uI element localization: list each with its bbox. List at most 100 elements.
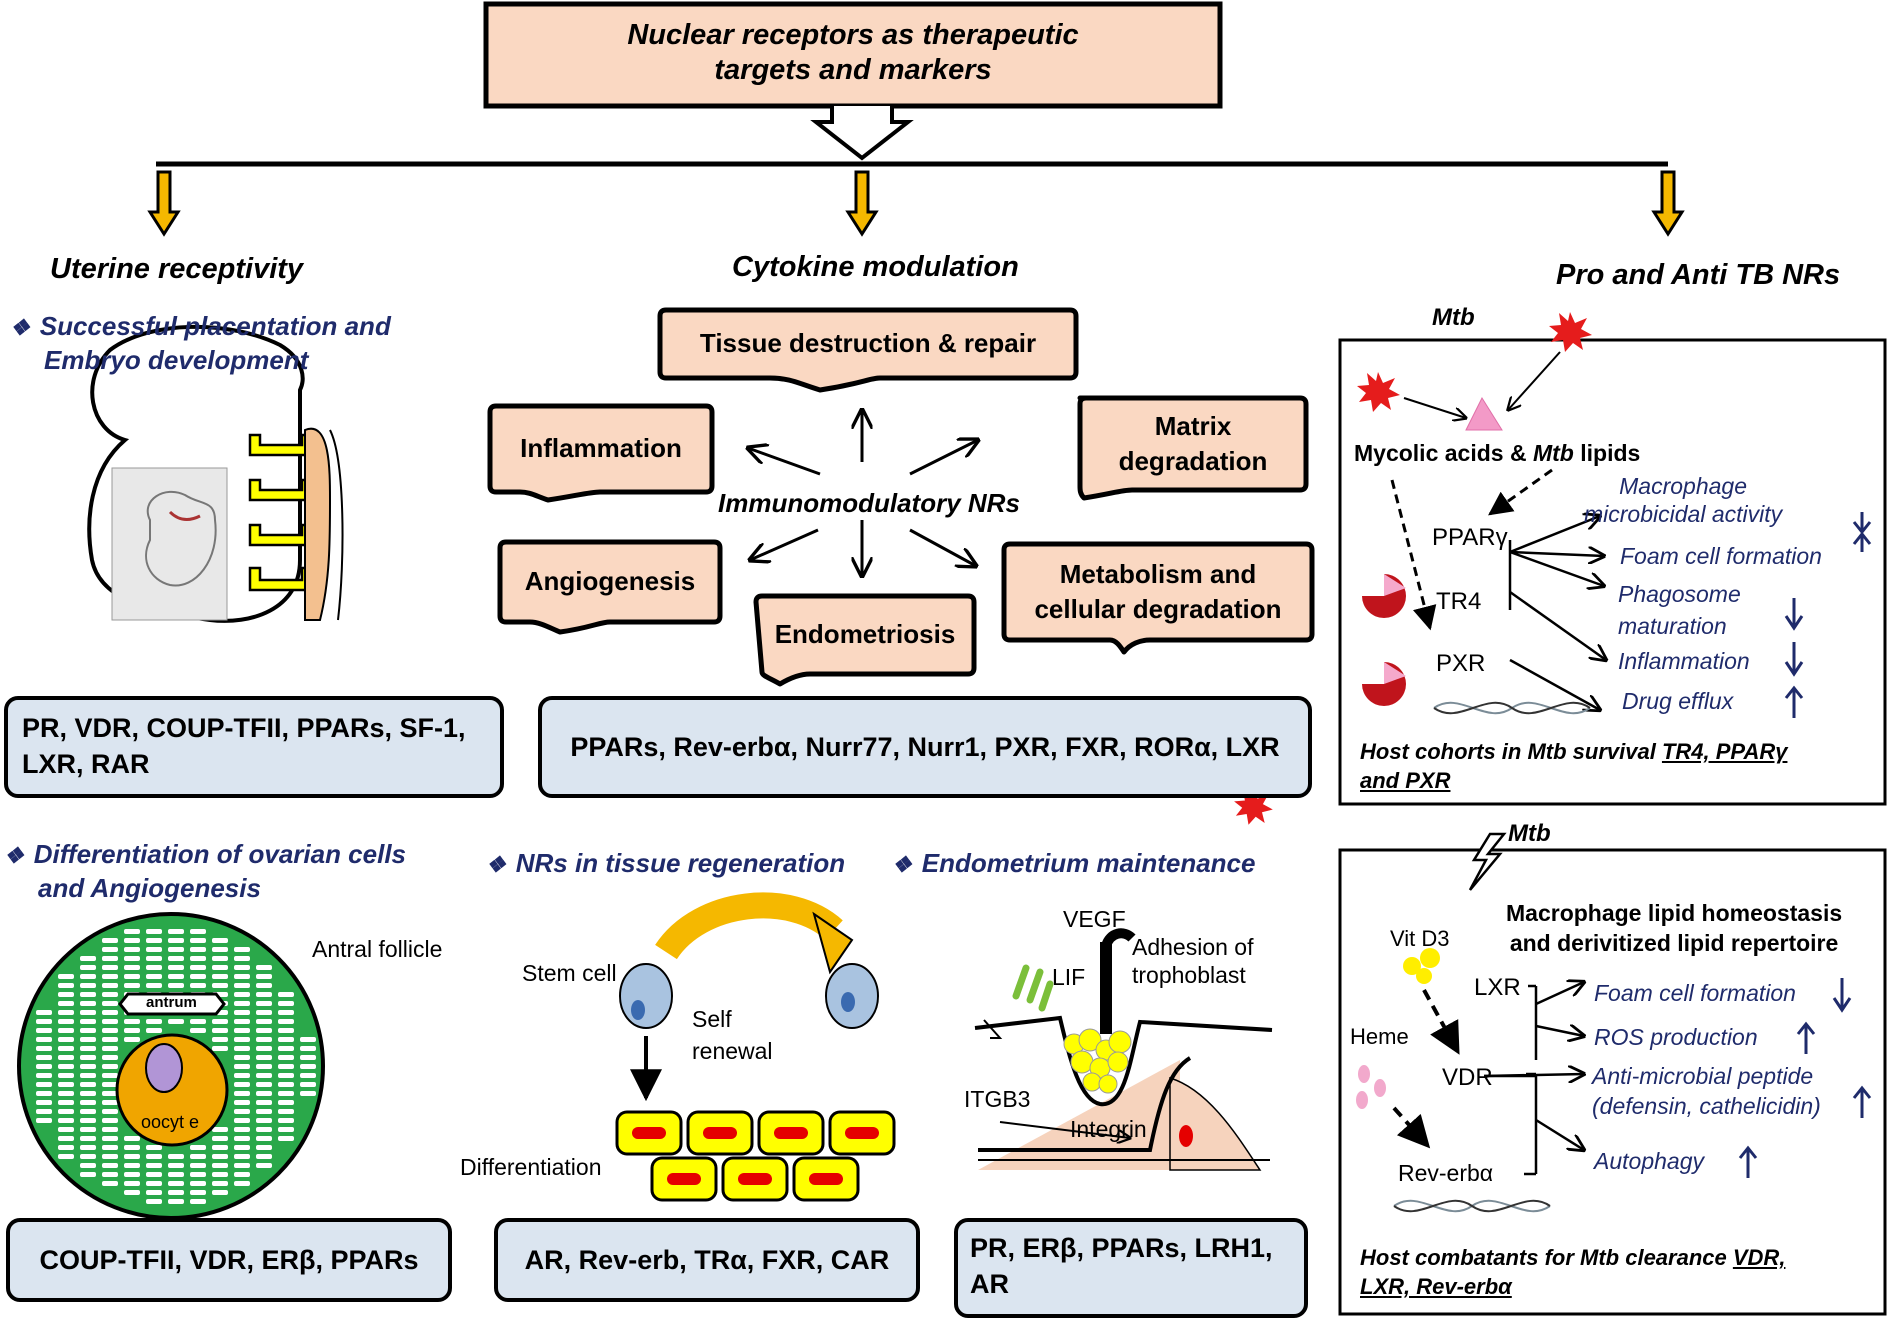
label-antrum: antrum bbox=[146, 994, 197, 1011]
combatants-line-2: LXR, Rev-erbα bbox=[1360, 1273, 1512, 1299]
bullet-placentation: ❖Successful placentation and Embryo deve… bbox=[10, 310, 391, 378]
chip-line-2: LXR, RAR bbox=[22, 749, 150, 780]
label-mtb-top: Mtb bbox=[1432, 304, 1475, 331]
label-integrin: Integrin bbox=[1070, 1116, 1147, 1142]
callout-angiogenesis: Angiogenesis bbox=[524, 566, 696, 597]
tb-panel-top bbox=[1338, 338, 1887, 806]
combatants-pre: Host combatants for Mtb clearance bbox=[1360, 1245, 1733, 1270]
label-inflammation-tb: Inflammation bbox=[1618, 648, 1750, 674]
amp-line-1: Anti-microbial peptide bbox=[1592, 1063, 1814, 1089]
chip-line-1: PR, ERβ, PPARs, LRH1, bbox=[970, 1233, 1273, 1263]
vitd3-icon bbox=[1403, 948, 1440, 984]
label-reverb: Rev-erbα bbox=[1398, 1160, 1494, 1186]
label-phagosome: Phagosome maturation bbox=[1618, 578, 1741, 642]
mtb-top-arrows bbox=[1403, 351, 1561, 418]
bullet-text-1: Differentiation of ovarian cells bbox=[33, 839, 407, 869]
tb-dashed-arrows bbox=[1390, 468, 1553, 631]
chip-text: COUP-TFII, VDR, ERβ, PPARs bbox=[39, 1244, 419, 1275]
label-macrophage: Macrophage microbicidal activity bbox=[1584, 472, 1782, 528]
trend-arrows bbox=[1738, 512, 1872, 1178]
mtb-star-icons bbox=[1234, 312, 1592, 825]
callout-line-1: Metabolism and bbox=[1059, 558, 1257, 589]
bullet-text: NRs in tissue regeneration bbox=[515, 848, 846, 878]
chip-line-2: AR bbox=[970, 1269, 1009, 1300]
lipid-pie-icons bbox=[1362, 574, 1406, 706]
label-autophagy: Autophagy bbox=[1594, 1148, 1704, 1174]
bottom-dashed-arrows bbox=[1392, 989, 1460, 1149]
adhesion-line-2: trophoblast bbox=[1132, 961, 1246, 988]
tb-panel-bottom bbox=[1338, 848, 1887, 1316]
title-line-1: Nuclear receptors as therapeutic bbox=[627, 19, 1079, 51]
chip-endometrium-nrs: PR, ERβ, PPARs, LRH1, AR bbox=[954, 1218, 1308, 1318]
bullet-text: Endometrium maintenance bbox=[921, 848, 1256, 878]
callout-line-2: degradation bbox=[1118, 446, 1268, 476]
chip-line-1: PR, VDR, COUP-TFII, PPARs, SF-1, bbox=[22, 713, 466, 743]
callout-line-2: cellular degradation bbox=[1034, 594, 1282, 624]
chip-ovarian-nrs: COUP-TFII, VDR, ERβ, PPARs bbox=[6, 1218, 452, 1302]
endometrium-illustration bbox=[974, 928, 1273, 1171]
title-box bbox=[483, 1, 1223, 109]
chip-text: PPARs, Rev-erbα, Nurr77, Nurr1, PXR, FXR… bbox=[570, 731, 1280, 762]
lipid-line-1: Macrophage lipid homeostasis bbox=[1506, 900, 1843, 926]
label-heme: Heme bbox=[1350, 1024, 1409, 1049]
branch-arrow-cytokine bbox=[845, 170, 879, 237]
mycolic-triangle bbox=[1465, 396, 1503, 431]
label-host-combatants: Host combatants for Mtb clearance VDR, L… bbox=[1360, 1244, 1785, 1301]
label-mtb-bottom: Mtb bbox=[1508, 820, 1551, 847]
label-itgb3: ITGB3 bbox=[964, 1086, 1031, 1112]
page-title: Nuclear receptors as therapeutic targets… bbox=[486, 18, 1220, 89]
bullet-icon: ❖ bbox=[10, 315, 30, 340]
label-renewal: renewal bbox=[692, 1038, 773, 1064]
label-foam: Foam cell formation bbox=[1620, 543, 1822, 569]
uterus-illustration bbox=[87, 324, 344, 623]
bullet-regeneration: ❖NRs in tissue regeneration bbox=[486, 848, 845, 879]
phagosome-line-2: maturation bbox=[1618, 613, 1727, 640]
callout-inflammation: Inflammation bbox=[520, 433, 682, 464]
bottom-panel-brackets bbox=[1524, 984, 1538, 1176]
label-pparg: PPARγ bbox=[1432, 524, 1508, 551]
adhesion-line-1: Adhesion of bbox=[1132, 934, 1254, 960]
title-down-arrow bbox=[810, 106, 914, 161]
chip-cytokine-nrs: PPARs, Rev-erbα, Nurr77, Nurr1, PXR, FXR… bbox=[538, 696, 1312, 798]
dna-icons bbox=[1393, 701, 1591, 1213]
callout-matrix: Matrix degradation bbox=[1080, 400, 1306, 488]
cohorts-pre: Host cohorts in Mtb survival bbox=[1360, 739, 1662, 764]
label-host-cohorts: Host cohorts in Mtb survival TR4, PPARγ … bbox=[1360, 738, 1787, 795]
title-line-2: targets and markers bbox=[714, 54, 992, 87]
lightning-icon bbox=[1468, 832, 1507, 891]
label-amp: Anti-microbial peptide (defensin, cathel… bbox=[1592, 1062, 1821, 1122]
label-lipid-homeostasis: Macrophage lipid homeostasis and derivit… bbox=[1506, 898, 1842, 959]
follicle-illustration bbox=[17, 912, 325, 1220]
label-vdr: VDR bbox=[1442, 1064, 1493, 1091]
chip-regeneration-nrs: AR, Rev-erb, TRα, FXR, CAR bbox=[494, 1218, 920, 1302]
combatants-nrs: VDR, bbox=[1732, 1245, 1786, 1270]
stem-cell-illustration bbox=[615, 892, 896, 1202]
label-vegf: VEGF bbox=[1063, 906, 1126, 932]
bottom-panel-arrows bbox=[1483, 982, 1584, 1150]
bullet-text-2: and Angiogenesis bbox=[38, 872, 261, 903]
cohorts-nrs: TR4, PPARγ bbox=[1661, 739, 1788, 764]
label-pxr: PXR bbox=[1436, 650, 1486, 677]
label-foam-2: Foam cell formation bbox=[1594, 980, 1796, 1006]
mycolic-pre: Mycolic acids & bbox=[1354, 440, 1533, 466]
mycolic-mtb: Mtb bbox=[1532, 440, 1574, 466]
label-oocyte: oocyt e bbox=[141, 1112, 200, 1132]
label-tr4: TR4 bbox=[1436, 588, 1482, 615]
heading-tb: Pro and Anti TB NRs bbox=[1556, 259, 1841, 291]
cytokine-arrows bbox=[748, 410, 978, 576]
branch-arrow-tb bbox=[1651, 170, 1685, 237]
label-antral-follicle: Antral follicle bbox=[312, 936, 443, 962]
heme-icon bbox=[1356, 1065, 1386, 1109]
bullet-text-2: Embryo development bbox=[44, 344, 309, 375]
phagosome-line-1: Phagosome bbox=[1618, 581, 1741, 607]
callout-shapes bbox=[487, 307, 1315, 687]
label-differentiation: Differentiation bbox=[460, 1154, 602, 1180]
chip-text: AR, Rev-erb, TRα, FXR, CAR bbox=[524, 1244, 890, 1275]
label-lxr: LXR bbox=[1474, 974, 1521, 1001]
callout-tissue: Tissue destruction & repair bbox=[699, 328, 1037, 359]
lipid-line-2: and derivitized lipid repertoire bbox=[1509, 930, 1839, 957]
mycolic-post: lipids bbox=[1573, 440, 1641, 466]
bullet-icon: ❖ bbox=[4, 843, 24, 868]
bullet-ovarian: ❖ Differentiation of ovarian cells and An… bbox=[4, 838, 406, 906]
bullet-icon: ❖ bbox=[892, 852, 912, 877]
